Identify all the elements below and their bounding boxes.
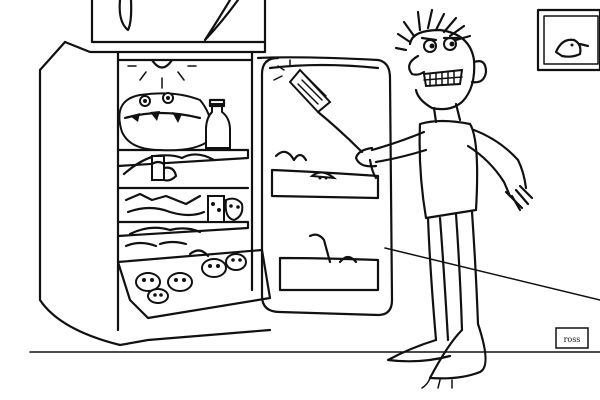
crisper-creatures xyxy=(135,249,247,304)
blob-monster xyxy=(118,92,213,152)
artist-signature: ross xyxy=(555,327,589,349)
middle-shelf-clutter xyxy=(124,192,244,223)
framed-bird-picture xyxy=(536,8,600,72)
lower-shelf-items xyxy=(124,226,202,248)
fridge-shelves xyxy=(116,148,272,320)
floor xyxy=(29,247,600,353)
milk-bottle xyxy=(205,98,231,149)
hand-with-can xyxy=(122,153,216,182)
fridge-light xyxy=(127,58,197,89)
freezer-door xyxy=(90,0,267,44)
fridge-door-open xyxy=(256,56,394,317)
fridge-body xyxy=(38,40,272,347)
startled-man xyxy=(273,8,534,389)
signature-text: ross xyxy=(564,335,581,344)
